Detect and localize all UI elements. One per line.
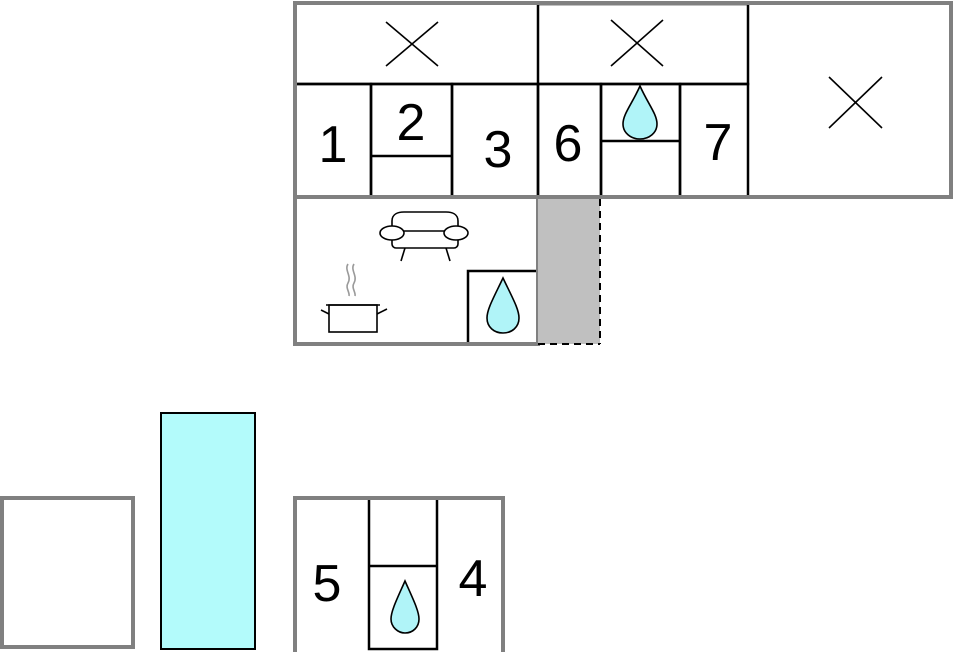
sofa-icon xyxy=(379,211,469,262)
room-label-1: 1 xyxy=(319,116,348,174)
cross-icon xyxy=(610,19,664,67)
outbuilding-left xyxy=(0,496,135,649)
cross-icon xyxy=(828,76,883,129)
upper-exterior-wall xyxy=(293,1,953,199)
room-label-4: 4 xyxy=(459,550,488,608)
room-label-7: 7 xyxy=(704,114,733,172)
water-drop-icon xyxy=(622,84,658,140)
water-drop-icon xyxy=(390,579,420,634)
annex-building: 5 4 xyxy=(293,496,505,652)
main-building: 1 2 3 6 7 xyxy=(293,1,953,346)
pool xyxy=(160,412,256,650)
water-drop-icon xyxy=(486,276,520,334)
room-label-5: 5 xyxy=(313,555,342,613)
cooking-pot-icon xyxy=(320,263,388,333)
terrace xyxy=(538,199,600,344)
room-label-2: 2 xyxy=(397,94,426,152)
room-label-6: 6 xyxy=(554,115,583,173)
cross-icon xyxy=(385,21,439,67)
annex-exterior-wall xyxy=(293,496,505,652)
loft-middle-outline xyxy=(536,2,750,86)
room-label-3: 3 xyxy=(484,121,513,179)
